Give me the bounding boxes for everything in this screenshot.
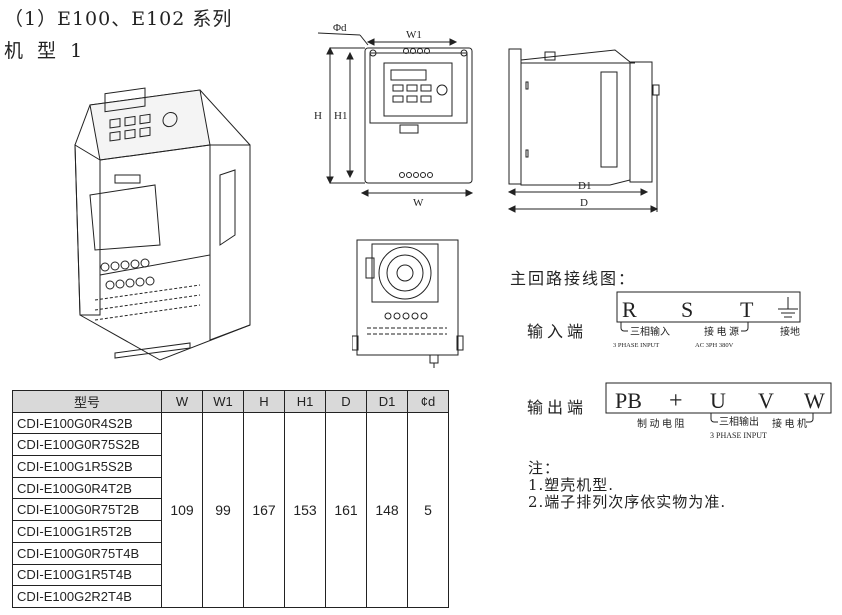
table-row: CDI-E100G0R75S2B [12, 433, 449, 457]
value-phi-d: 5 [407, 411, 449, 608]
notes-title: 注： [528, 459, 561, 477]
terminal-v: V [758, 388, 774, 413]
terminal-pb: PB [615, 388, 642, 413]
power-note: 接 电 源 [704, 325, 739, 338]
value-h: 167 [243, 411, 285, 608]
table-row: CDI-E100G0R4S2B 109 99 167 153 161 148 5 [12, 411, 449, 608]
col-h: H [243, 390, 285, 413]
col-phi-d: ¢d [407, 390, 449, 413]
model-heading: 机 型 1 [4, 40, 87, 62]
phi-d-label: Φd [333, 22, 347, 34]
input-terminal-block [616, 291, 801, 323]
value-h1: 153 [284, 411, 326, 608]
model-cell: CDI-E100G0R75T4B [12, 541, 162, 565]
table-row: CDI-E100G2R2T4B [12, 585, 449, 608]
col-d1: D1 [366, 390, 408, 413]
terminal-diagram: R S T 三相输入 接 电 源 接地 3 PHASE INPUT AC 3PH… [605, 291, 832, 440]
terminal-row [100, 258, 150, 272]
col-w1: W1 [202, 390, 244, 413]
note-item: 2.端子排列次序依实物为准. [528, 493, 727, 511]
table-row: CDI-E100G1R5S2B [12, 455, 449, 478]
table-row: CDI-E100G0R75T4B [12, 541, 449, 565]
isometric-view-drawing [74, 87, 251, 361]
model-cell: CDI-E100G1R5T2B [12, 520, 162, 543]
motor-note: 接 电 机 [772, 417, 807, 430]
value-d: 161 [325, 411, 367, 608]
terminal-plus: + [669, 388, 683, 414]
input-label: 输入端 [527, 322, 588, 341]
power-note-en: AC 3PH 380V [695, 342, 734, 349]
w-label: W [413, 197, 424, 209]
model-cell: CDI-E100G0R4S2B [12, 411, 162, 435]
terminal-u: U [710, 388, 726, 413]
output-label: 输出端 [527, 398, 588, 417]
model-cell: CDI-E100G0R75T2B [12, 498, 162, 522]
output-note: 三相输出 [719, 415, 759, 428]
front-view-drawing: Φd W1 H H1 W [314, 22, 474, 209]
d1-label: D1 [578, 180, 591, 192]
col-d: D [325, 390, 367, 413]
side-view-drawing: D1 D [507, 48, 660, 213]
col-h1: H1 [284, 390, 326, 413]
terminal-r: R [622, 297, 637, 322]
ground-icon [778, 297, 798, 318]
bottom-view-drawing [352, 239, 464, 368]
input-note-en: 3 PHASE INPUT [613, 342, 659, 349]
value-d1: 148 [366, 411, 408, 608]
value-w: 109 [161, 411, 203, 608]
terminal-w: W [804, 388, 825, 413]
col-model: 型号 [12, 390, 162, 413]
dimension-table: 型号 W W1 H H1 D D1 ¢d CDI-E100G0R4S2B 109… [12, 390, 449, 608]
d-label: D [580, 197, 588, 209]
w1-label: W1 [406, 29, 422, 41]
model-cell: CDI-E100G1R5T4B [12, 563, 162, 587]
table-row: CDI-E100G0R75T2B [12, 498, 449, 522]
terminal-s: S [681, 297, 693, 322]
brake-note: 制 动 电 阻 [637, 417, 685, 430]
note-item: 1.塑壳机型. [528, 476, 615, 494]
ground-note: 接地 [780, 325, 800, 338]
model-cell: CDI-E100G0R4T2B [12, 476, 162, 500]
table-row: CDI-E100G1R5T4B [12, 563, 449, 587]
table-header-row: 型号 W W1 H H1 D D1 ¢d [12, 390, 449, 413]
value-w1: 99 [202, 411, 244, 608]
table-row: CDI-E100G1R5T2B [12, 520, 449, 543]
h1-label: H1 [334, 110, 347, 122]
input-note: 三相输入 [630, 325, 670, 338]
output-note-en: 3 PHASE INPUT [710, 431, 767, 440]
model-cell: CDI-E100G1R5S2B [12, 455, 162, 478]
section-heading: （1）E100、E102 系列 [4, 8, 233, 30]
col-w: W [161, 390, 203, 413]
wiring-title: 主回路接线图： [510, 269, 637, 288]
output-terminal-block [605, 382, 832, 414]
model-cell: CDI-E100G0R75S2B [12, 433, 162, 457]
table-row: CDI-E100G0R4T2B [12, 476, 449, 500]
model-cell: CDI-E100G2R2T4B [12, 585, 162, 608]
terminal-t: T [740, 297, 754, 322]
h-label: H [314, 110, 322, 122]
